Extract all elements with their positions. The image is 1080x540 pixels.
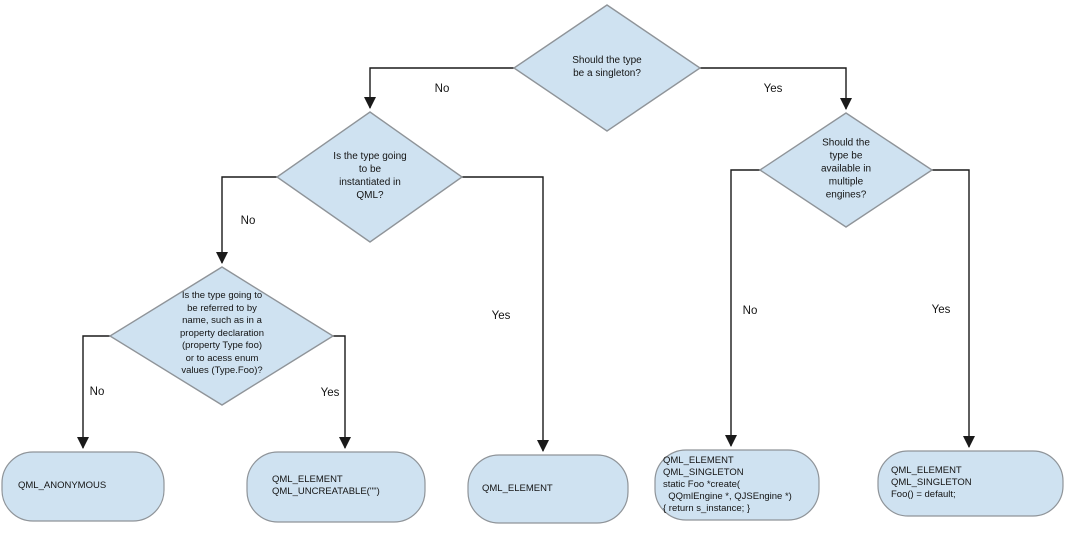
connector-instantiated-yes xyxy=(462,176,549,452)
decision-instantiated-text: Is the type going to be instantiated in … xyxy=(333,151,407,201)
edge-label-singleton-no: No xyxy=(434,83,450,95)
connector-singleton-yes xyxy=(700,67,852,110)
connector-referred-no xyxy=(77,335,110,449)
terminal-element-shape xyxy=(467,454,629,524)
terminal-uncreatable-shape xyxy=(246,451,426,523)
decision-engines-text: Should the type be available in multiple… xyxy=(820,137,872,201)
edge-label-engines-no: No xyxy=(742,305,758,317)
connector-engines-no xyxy=(725,169,760,447)
connector-engines-yes xyxy=(932,169,975,448)
edge-label-referred-yes: Yes xyxy=(320,387,340,399)
edge-label-instantiated-no: No xyxy=(240,215,256,227)
edge-label-referred-no: No xyxy=(89,386,105,398)
connector-singleton-no xyxy=(364,67,514,109)
decision-singleton-shape xyxy=(512,4,702,132)
terminal-singleton-create-text: QML_ELEMENT QML_SINGLETON static Foo *cr… xyxy=(663,454,792,515)
decision-referred-text: Is the type going to be referred to by n… xyxy=(180,290,264,377)
terminal-singleton-create-shape xyxy=(654,449,820,521)
terminal-element-text: QML_ELEMENT xyxy=(482,482,553,494)
edge-label-instantiated-yes: Yes xyxy=(491,310,511,322)
decision-referred-shape xyxy=(108,266,335,406)
connector-instantiated-no xyxy=(216,176,277,264)
terminal-singleton-default-text: QML_ELEMENT QML_SINGLETON Foo() = defaul… xyxy=(891,464,972,501)
terminal-uncreatable-text: QML_ELEMENT QML_UNCREATABLE("") xyxy=(272,473,380,497)
terminal-singleton-default-shape xyxy=(877,450,1064,517)
terminal-anonymous-shape xyxy=(1,451,165,522)
terminal-anonymous-text: QML_ANONYMOUS xyxy=(18,479,107,491)
edge-label-engines-yes: Yes xyxy=(931,304,951,316)
decision-singleton-text: Should the type be a singleton? xyxy=(572,55,642,79)
decision-instantiated-shape xyxy=(275,111,464,243)
connector-referred-yes xyxy=(333,335,351,449)
decision-engines-shape xyxy=(758,112,934,228)
edge-label-singleton-yes: Yes xyxy=(763,83,783,95)
